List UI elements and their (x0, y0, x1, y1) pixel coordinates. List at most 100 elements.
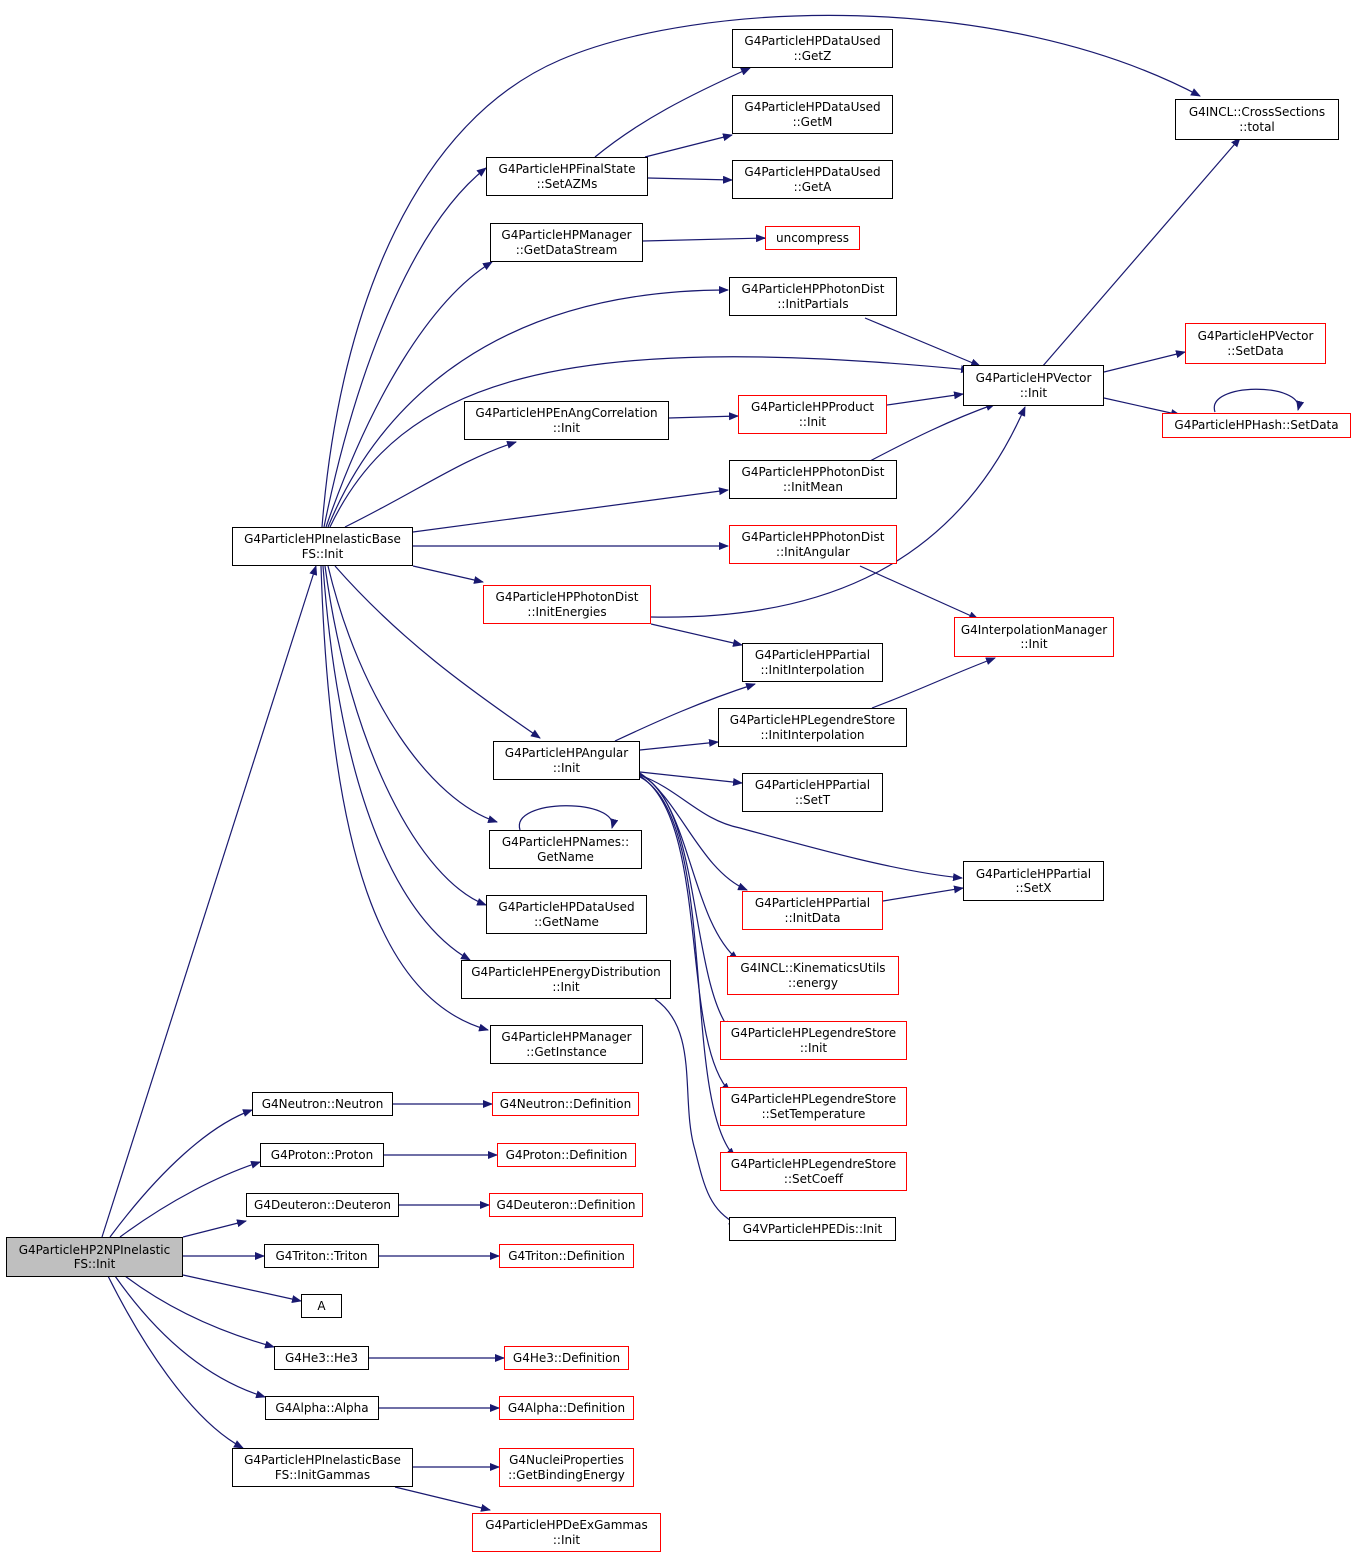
edge (642, 234, 766, 243)
node-label: ::InitInterpolation (760, 727, 865, 742)
node-kinematics-energy[interactable]: G4INCL::KinematicsUtils::energy (727, 956, 899, 995)
node-binding-energy[interactable]: G4NucleiProperties::GetBindingEnergy (499, 1448, 634, 1487)
node-angular-init[interactable]: G4ParticleHPAngular::Init (493, 741, 640, 780)
edge (323, 167, 487, 528)
node-partial-init-interpolation[interactable]: G4ParticleHPPartial::InitInterpolation (742, 643, 883, 682)
edge (325, 261, 493, 528)
node-en-ang-correlation-init[interactable]: G4ParticleHPEnAngCorrelation::Init (464, 401, 669, 440)
edge (321, 14, 1201, 528)
node-label: G4Proton::Definition (505, 1147, 628, 1162)
node-label: ::InitAngular (776, 544, 850, 559)
edge (639, 774, 731, 1031)
node-label: ::GetA (793, 179, 832, 194)
edge (109, 1109, 253, 1238)
node-label: ::Init (552, 1532, 581, 1547)
node-uncompress[interactable]: uncompress (765, 226, 860, 250)
node-get-a[interactable]: G4ParticleHPDataUsed::GetA (732, 160, 893, 199)
edge (639, 774, 963, 882)
edge (101, 565, 318, 1238)
node-he3[interactable]: G4He3::He3 (274, 1346, 369, 1370)
edge (882, 885, 964, 902)
node-hash-set-data[interactable]: G4ParticleHPHash::SetData (1162, 413, 1351, 438)
node-label: ::SetX (1015, 881, 1052, 895)
node-partial-set-x[interactable]: G4ParticleHPPartial::SetX (963, 861, 1104, 901)
node-label: G4Proton::Proton (270, 1147, 374, 1162)
node-a[interactable]: A (301, 1294, 342, 1318)
node-neutron-definition[interactable]: G4Neutron::Definition (492, 1092, 639, 1116)
node-vector-init[interactable]: G4ParticleHPVector::Init (963, 365, 1104, 406)
node-legendre-init[interactable]: G4ParticleHPLegendreStore::Init (720, 1021, 907, 1060)
edge (327, 565, 498, 823)
node-vector-set-data[interactable]: G4ParticleHPVector::SetData (1185, 323, 1326, 364)
node-he3-definition[interactable]: G4He3::Definition (504, 1346, 629, 1370)
node-alpha-definition[interactable]: G4Alpha::Definition (499, 1396, 634, 1420)
edge (324, 565, 487, 906)
node-legendre-init-interpolation[interactable]: G4ParticleHPLegendreStore::InitInterpola… (718, 708, 907, 747)
edge (412, 487, 729, 533)
node-init-partials[interactable]: G4ParticleHPPhotonDist::InitPartials (729, 277, 897, 316)
node-label: G4ParticleHPVector (975, 371, 1092, 385)
edge (394, 1486, 491, 1512)
node-deuteron-definition[interactable]: G4Deuteron::Definition (489, 1193, 643, 1217)
edge (650, 623, 743, 647)
node-edis-init[interactable]: G4VParticleHPEDis::Init (729, 1217, 896, 1241)
edge (644, 133, 733, 158)
node-label: ::InitMean (783, 479, 843, 494)
node-label: ::energy (788, 975, 838, 990)
node-label: G4Neutron::Definition (499, 1096, 632, 1111)
node-partial-init-data[interactable]: G4ParticleHPPartial::InitData (742, 891, 883, 930)
node-label: ::GetInstance (526, 1044, 607, 1059)
node-cross-sections-total[interactable]: G4INCL::CrossSections::total (1175, 99, 1339, 140)
node-label: ::GetZ (793, 48, 832, 63)
node-label: G4ParticleHPFinalState (498, 162, 636, 176)
node-label: G4ParticleHPPartial (754, 648, 871, 662)
node-proton[interactable]: G4Proton::Proton (260, 1143, 384, 1167)
edge (614, 682, 756, 742)
node-label: ::SetT (794, 792, 831, 807)
node-triton[interactable]: G4Triton::Triton (264, 1244, 379, 1268)
node-get-z[interactable]: G4ParticleHPDataUsed::GetZ (732, 29, 893, 68)
node-get-data-stream[interactable]: G4ParticleHPManager::GetDataStream (490, 223, 643, 262)
node-get-instance[interactable]: G4ParticleHPManager::GetInstance (490, 1025, 643, 1064)
node-label: ::GetDataStream (515, 242, 618, 257)
edge (639, 775, 731, 1093)
node-init-mean[interactable]: G4ParticleHPPhotonDist::InitMean (729, 460, 897, 499)
node-proton-definition[interactable]: G4Proton::Definition (497, 1143, 636, 1167)
node-partial-set-t[interactable]: G4ParticleHPPartial::SetT (742, 773, 883, 812)
node-label: ::SetTemperature (761, 1106, 866, 1121)
edge (182, 1274, 302, 1303)
node-label: ::InitData (784, 910, 841, 925)
node-legendre-set-temperature[interactable]: G4ParticleHPLegendreStore::SetTemperatur… (720, 1087, 907, 1126)
node-init-energies[interactable]: G4ParticleHPPhotonDist::InitEnergies (483, 585, 651, 624)
node-label: ::InitInterpolation (760, 662, 865, 677)
node-set-azms[interactable]: G4ParticleHPFinalState::SetAZMs (486, 157, 648, 196)
node-get-m[interactable]: G4ParticleHPDataUsed::GetM (732, 95, 893, 134)
node-label: G4ParticleHPAngular (504, 746, 629, 760)
node-deex-gammas-init[interactable]: G4ParticleHPDeExGammas::Init (472, 1513, 661, 1552)
edge (869, 403, 996, 462)
node-label: ::Init (1020, 637, 1048, 651)
node-label: G4Alpha::Alpha (275, 1400, 369, 1415)
node-label: G4ParticleHPPhotonDist (741, 282, 885, 296)
node-data-used-get-name[interactable]: G4ParticleHPDataUsed::GetName (486, 895, 647, 934)
node-label: G4ParticleHPPhotonDist (495, 590, 639, 604)
node-label: G4ParticleHPNames:: (501, 835, 630, 849)
node-label: G4ParticleHPDataUsed (744, 34, 881, 48)
node-init-angular[interactable]: G4ParticleHPPhotonDist::InitAngular (729, 525, 897, 564)
node-interpolation-manager-init[interactable]: G4InterpolationManager::Init (954, 617, 1114, 657)
node-label: G4ParticleHPEnAngCorrelation (475, 406, 658, 420)
node-alpha[interactable]: G4Alpha::Alpha (265, 1396, 379, 1420)
node-triton-definition[interactable]: G4Triton::Definition (499, 1244, 634, 1268)
node-label: G4ParticleHPManager (501, 1030, 632, 1044)
node-product-init[interactable]: G4ParticleHPProduct::Init (738, 395, 887, 434)
node-deuteron[interactable]: G4Deuteron::Deuteron (246, 1193, 399, 1217)
node-energy-distribution-init[interactable]: G4ParticleHPEnergyDistribution::Init (461, 960, 671, 999)
node-legendre-set-coeff[interactable]: G4ParticleHPLegendreStore::SetCoeff (720, 1152, 907, 1191)
edge (871, 657, 996, 709)
node-neutron[interactable]: G4Neutron::Neutron (252, 1092, 393, 1116)
edge (1213, 388, 1305, 413)
node-names-get-name[interactable]: G4ParticleHPNames::GetName (489, 830, 642, 869)
